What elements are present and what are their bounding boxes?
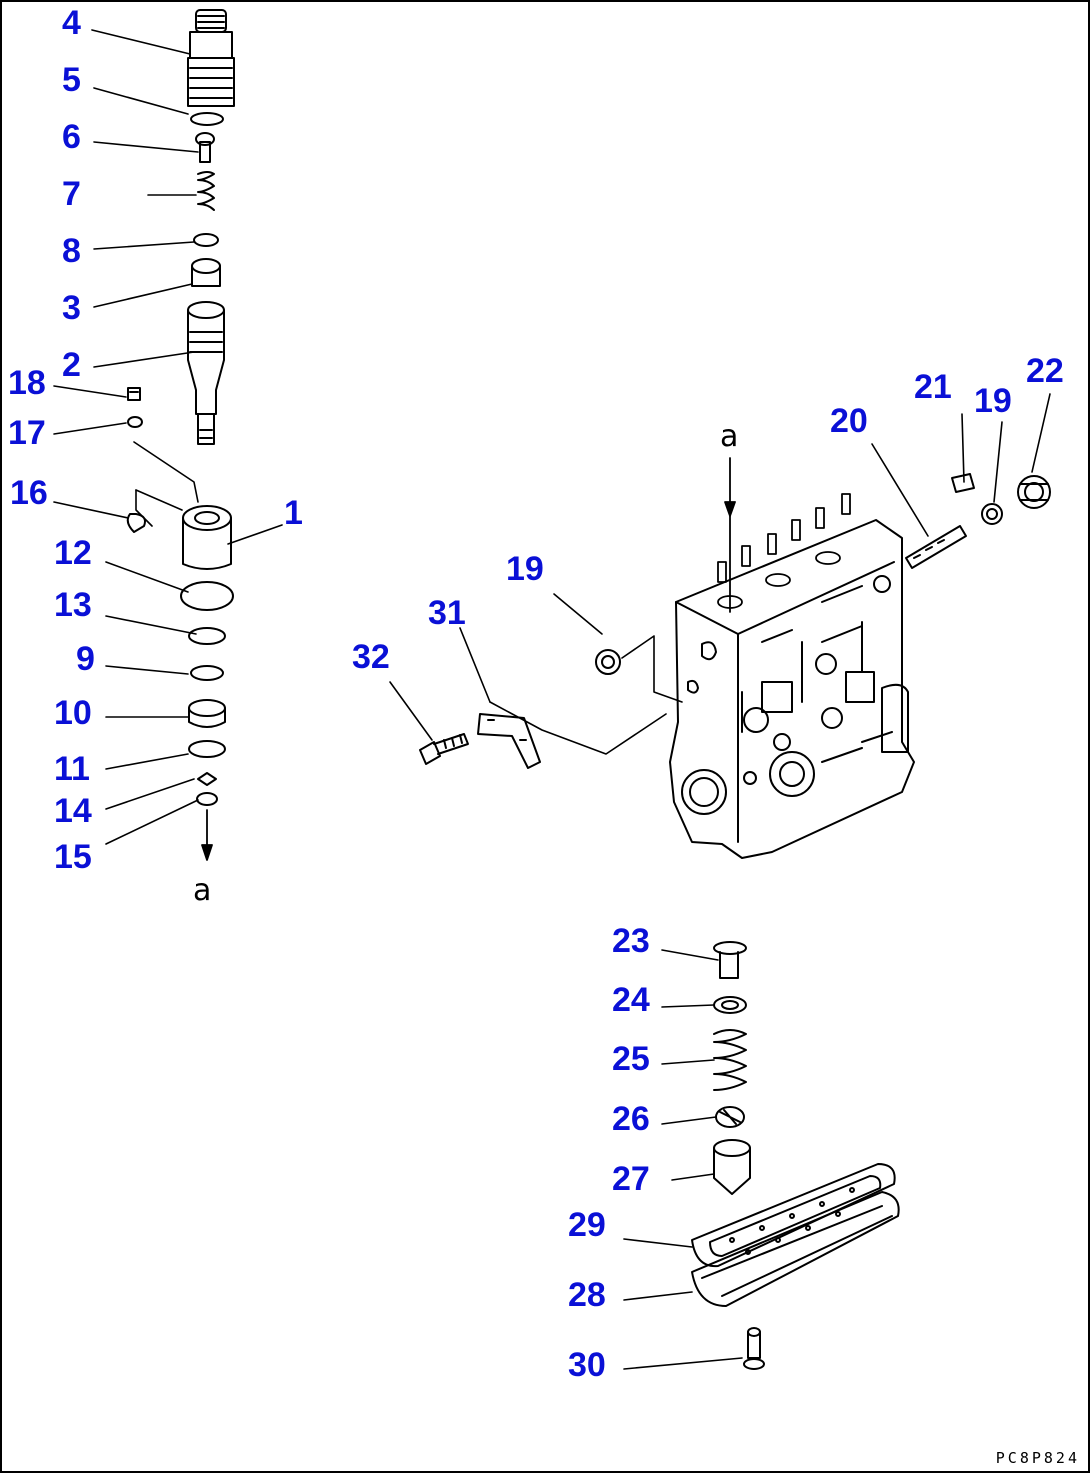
callout-20: 20 <box>830 402 868 440</box>
part-10-control-sleeve <box>188 699 226 728</box>
part-23-upper-seat <box>713 941 747 979</box>
part-12-o-ring <box>180 581 234 611</box>
part-18-clip <box>127 387 141 401</box>
callout-5: 5 <box>62 61 81 99</box>
callout-32: 32 <box>352 638 390 676</box>
part-26-lower-seat <box>715 1106 745 1128</box>
reference-mark-a-top: a <box>720 419 739 454</box>
callout-23: 23 <box>612 922 650 960</box>
part-11-ring <box>188 740 226 758</box>
part-7-spring <box>197 171 215 211</box>
callout-17: 17 <box>8 414 46 452</box>
part-19-plug-right <box>981 503 1003 525</box>
callout-25: 25 <box>612 1040 650 1078</box>
part-29-cover <box>691 1163 896 1268</box>
part-3-delivery-valve <box>191 258 221 287</box>
callout-31: 31 <box>428 594 466 632</box>
callout-2: 2 <box>62 346 81 384</box>
drawing-code: PC8P824 <box>995 1449 1080 1467</box>
callout-19-left: 19 <box>506 550 544 588</box>
part-8-gasket <box>193 233 219 247</box>
callout-11: 11 <box>54 750 90 788</box>
part-1-flange-sleeve <box>182 505 232 570</box>
part-14-washer <box>197 772 217 786</box>
part-5-o-ring <box>190 112 224 126</box>
pump-housing <box>669 519 915 859</box>
part-17-washer <box>127 416 143 428</box>
callout-12: 12 <box>54 534 92 572</box>
part-2-plunger-barrel <box>187 301 225 445</box>
part-4-delivery-holder <box>187 9 235 107</box>
callout-7: 7 <box>62 175 81 213</box>
part-28-gasket <box>691 1191 900 1307</box>
callout-13: 13 <box>54 586 92 624</box>
reference-mark-a-bottom: a <box>193 873 212 908</box>
part-9-seat <box>190 665 224 681</box>
part-21-pin <box>951 473 975 493</box>
reference-arrows <box>201 457 736 861</box>
leader-lines <box>53 29 1051 1370</box>
part-24-spring-seat <box>713 996 747 1014</box>
callout-29: 29 <box>568 1206 606 1244</box>
part-30-bolt <box>743 1327 765 1370</box>
part-25-plunger-spring <box>713 1029 747 1091</box>
callout-9: 9 <box>76 640 95 678</box>
callout-14: 14 <box>54 792 92 830</box>
part-6-stopper <box>195 132 215 163</box>
part-19-plug-left <box>595 649 621 675</box>
part-20-rack <box>905 525 967 569</box>
part-27-tappet <box>713 1139 751 1195</box>
callout-6: 6 <box>62 118 81 156</box>
part-13-shim <box>188 627 226 645</box>
callout-24: 24 <box>612 981 650 1019</box>
part-15-ring <box>196 792 218 806</box>
callout-27: 27 <box>612 1160 650 1198</box>
callout-28: 28 <box>568 1276 606 1314</box>
callout-26: 26 <box>612 1100 650 1138</box>
callout-18: 18 <box>8 364 46 402</box>
callout-21: 21 <box>914 368 952 406</box>
callout-16: 16 <box>10 474 48 512</box>
housing-studs <box>717 493 851 609</box>
callout-10: 10 <box>54 694 92 732</box>
callout-4: 4 <box>62 4 81 42</box>
part-16-clamp <box>126 513 146 533</box>
part-22-cap-nut <box>1017 475 1051 509</box>
callout-8: 8 <box>62 232 81 270</box>
callout-15: 15 <box>54 838 92 876</box>
callout-22: 22 <box>1026 352 1064 390</box>
part-32-bolt <box>419 733 469 765</box>
callout-1: 1 <box>284 494 303 532</box>
callout-30: 30 <box>568 1346 606 1384</box>
part-31-bracket <box>477 713 541 769</box>
callout-19-right: 19 <box>974 382 1012 420</box>
callout-3: 3 <box>62 289 81 327</box>
